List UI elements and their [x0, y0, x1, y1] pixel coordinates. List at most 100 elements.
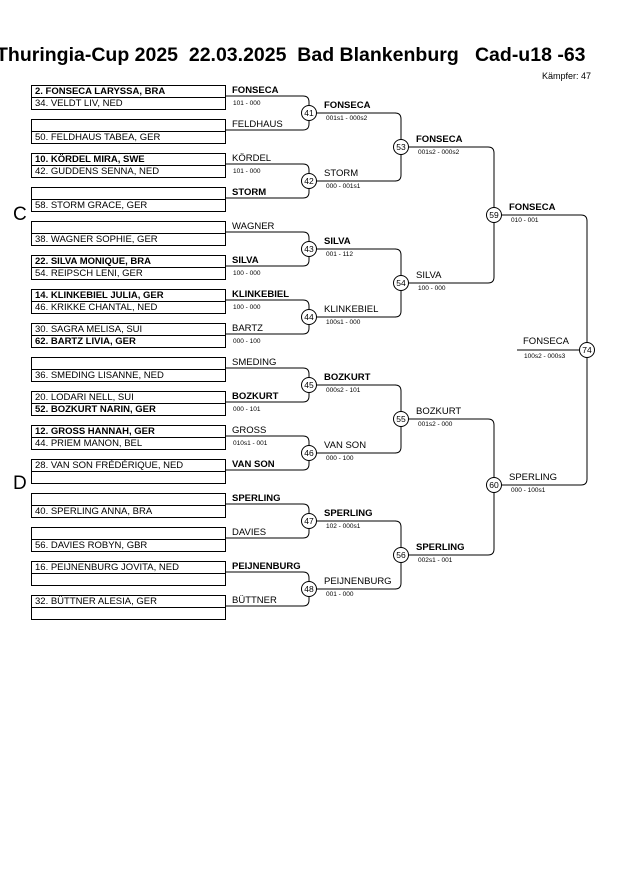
round1-winner-name: SPERLING — [232, 493, 281, 504]
round1-score: 000 - 101 — [233, 406, 261, 413]
round2-score: 001s1 - 000s2 — [326, 115, 368, 122]
round1-score: 101 - 000 — [233, 168, 261, 175]
page-title: Thuringia-Cup 2025 22.03.2025 Bad Blanke… — [0, 44, 586, 66]
entry-name: 36. SMEDING LISANNE, NED — [35, 370, 164, 381]
round2-winner-name: KLINKEBIEL — [324, 304, 379, 315]
match-number: 55 — [393, 411, 409, 427]
round1-score: 100 - 000 — [233, 304, 261, 311]
entry-box: 50. FELDHAUS TABEA, GER — [31, 131, 226, 144]
entry-box: 44. PRIEM MANON, BEL — [31, 437, 226, 450]
match-number: 54 — [393, 275, 409, 291]
round1-winner-name: FONSECA — [232, 85, 279, 96]
match-number: 43 — [301, 241, 317, 257]
entry-name: 14. KLINKEBIEL JULIA, GER — [35, 290, 164, 301]
match-number: 74 — [579, 342, 595, 358]
round1-winner-name: BOZKURT — [232, 391, 279, 402]
entry-name: 40. SPERLING ANNA, BRA — [35, 506, 153, 517]
match-number: 60 — [486, 477, 502, 493]
match-number: 42 — [301, 173, 317, 189]
round2-winner-name: STORM — [324, 168, 359, 179]
round2-score: 102 - 000s1 — [326, 523, 361, 530]
round2-score: 000 - 001s1 — [326, 183, 361, 190]
entry-name: 2. FONSECA LARYSSA, BRA — [35, 86, 166, 97]
entry-box: 56. DAVIES ROBYN, GBR — [31, 539, 226, 552]
entry-name: 10. KÖRDEL MIRA, SWE — [35, 154, 145, 165]
round1-winner-name: DAVIES — [232, 527, 267, 538]
entry-name: 52. BOZKURT NARIN, GER — [35, 404, 156, 415]
entry-name: 34. VELDT LIV, NED — [35, 98, 123, 109]
round1-winner-name: GROSS — [232, 425, 267, 436]
round1-winner-name: BARTZ — [232, 323, 263, 334]
round1-winner-name: SMEDING — [232, 357, 277, 368]
round1-winner-name: BÜTTNER — [232, 595, 277, 606]
entry-box: 42. GUDDENS SENNA, NED — [31, 165, 226, 178]
round3-winner-name: BOZKURT — [416, 406, 462, 417]
entry-name: 38. WAGNER SOPHIE, GER — [35, 234, 158, 245]
entry-name: 44. PRIEM MANON, BEL — [35, 438, 143, 449]
entry-name: 62. BARTZ LIVIA, GER — [35, 336, 136, 347]
round1-score: 010s1 - 001 — [233, 440, 268, 447]
match-number: 56 — [393, 547, 409, 563]
round4-score: 010 - 001 — [511, 217, 539, 224]
entry-box — [31, 573, 226, 586]
round1-score: 000 - 100 — [233, 338, 261, 345]
entry-name: 46. KRIKKE CHANTAL, NED — [35, 302, 158, 313]
round4-winner-name: SPERLING — [509, 472, 558, 483]
round1-winner-name: WAGNER — [232, 221, 275, 232]
entry-name: 50. FELDHAUS TABEA, GER — [35, 132, 161, 143]
final-score: 100s2 - 000s3 — [524, 353, 566, 360]
pool-label-d: D — [13, 473, 27, 494]
round2-winner-name: PEIJNENBURG — [324, 576, 392, 587]
round1-winner-name: KÖRDEL — [232, 153, 272, 164]
entry-name: 32. BÜTTNER ALESIA, GER — [35, 596, 157, 607]
round3-score: 001s2 - 000s2 — [418, 149, 460, 156]
match-number: 48 — [301, 581, 317, 597]
round3-winner-name: FONSECA — [416, 134, 463, 145]
entry-name: 12. GROSS HANNAH, GER — [35, 426, 155, 437]
entry-box: 46. KRIKKE CHANTAL, NED — [31, 301, 226, 314]
round2-score: 100s1 - 000 — [326, 319, 361, 326]
entry-name: 42. GUDDENS SENNA, NED — [35, 166, 160, 177]
round4-score: 000 - 100s1 — [511, 487, 546, 494]
round1-winner-name: STORM — [232, 187, 267, 198]
round2-winner-name: FONSECA — [324, 100, 371, 111]
match-number: 46 — [301, 445, 317, 461]
entry-name: 22. SILVA MONIQUE, BRA — [35, 256, 151, 267]
entry-name: 54. REIPSCH LENI, GER — [35, 268, 143, 279]
round1-winner-name: KLINKEBIEL — [232, 289, 289, 300]
match-number: 41 — [301, 105, 317, 121]
fighters-count: Kämpfer: 47 — [542, 71, 592, 81]
round3-winner-name: SILVA — [416, 270, 442, 281]
entry-box — [31, 471, 226, 484]
entry-box: 36. SMEDING LISANNE, NED — [31, 369, 226, 382]
round4-winner-name: FONSECA — [509, 202, 556, 213]
round2-winner-name: SILVA — [324, 236, 351, 247]
round2-score: 001 - 112 — [326, 251, 353, 258]
entry-box: 52. BOZKURT NARIN, GER — [31, 403, 226, 416]
round1-winner-name: SILVA — [232, 255, 259, 266]
entry-box: 54. REIPSCH LENI, GER — [31, 267, 226, 280]
entry-box: 40. SPERLING ANNA, BRA — [31, 505, 226, 518]
round2-score: 000 - 100 — [326, 455, 354, 462]
entry-box — [31, 607, 226, 620]
round2-winner-name: SPERLING — [324, 508, 373, 519]
entry-name: 56. DAVIES ROBYN, GBR — [35, 540, 148, 551]
match-number: 44 — [301, 309, 317, 325]
round1-winner-name: VAN SON — [232, 459, 275, 470]
round2-score: 001 - 000 — [326, 591, 354, 598]
round3-winner-name: SPERLING — [416, 542, 465, 553]
round3-score: 002s1 - 001 — [418, 557, 453, 564]
entry-box: 58. STORM GRACE, GER — [31, 199, 226, 212]
round1-score: 100 - 000 — [233, 270, 261, 277]
entry-box: 38. WAGNER SOPHIE, GER — [31, 233, 226, 246]
pool-label-c: C — [13, 204, 27, 225]
round1-score: 101 - 000 — [233, 100, 261, 107]
round2-winner-name: VAN SON — [324, 440, 367, 451]
match-number: 45 — [301, 377, 317, 393]
entry-box: 34. VELDT LIV, NED — [31, 97, 226, 110]
round2-score: 000s2 - 101 — [326, 387, 361, 394]
entry-name: 16. PEIJNENBURG JOVITA, NED — [35, 562, 179, 573]
round2-winner-name: BOZKURT — [324, 372, 371, 383]
round3-score: 001s2 - 000 — [418, 421, 453, 428]
match-number: 53 — [393, 139, 409, 155]
